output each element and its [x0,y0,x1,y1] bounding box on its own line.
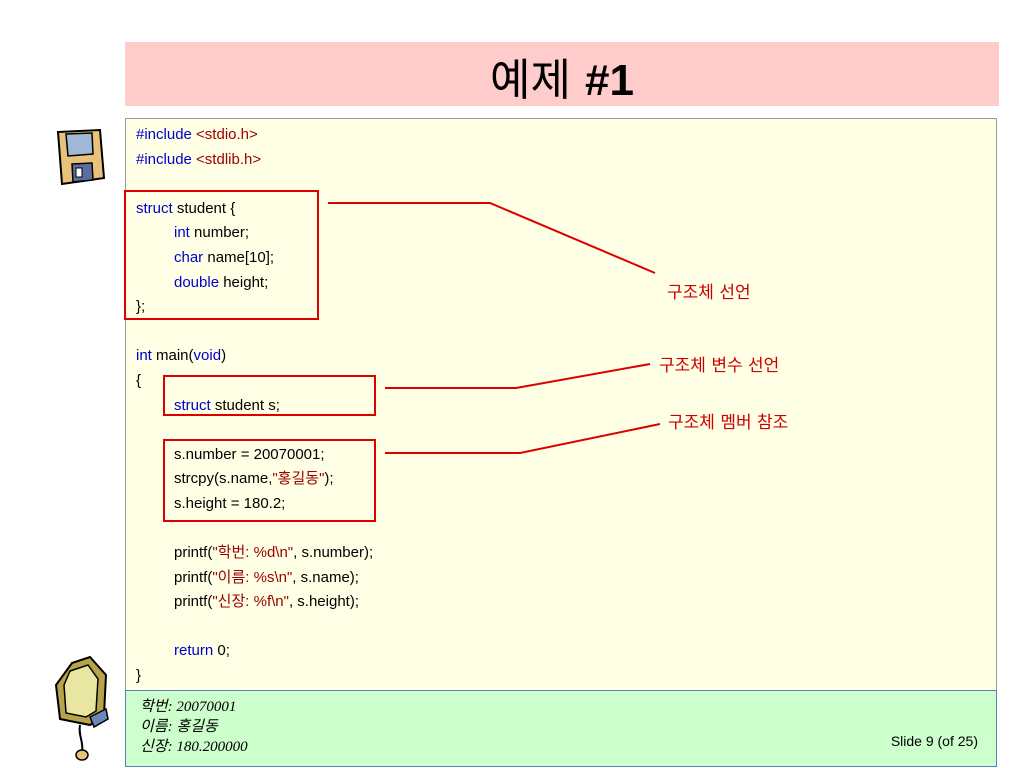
code-string: <stdio.h> [196,126,258,143]
code-text: printf( [174,544,213,562]
code-text: }; [136,298,146,316]
code-text: student { [172,199,236,217]
code-text: } [136,667,142,685]
computer-monitor-icon [54,655,109,761]
floppy-disk-icon [56,128,106,186]
code-keyword: int [174,224,190,242]
code-string: "홍길동" [272,470,325,488]
code-text: strcpy(s.name, [174,470,273,488]
var-decl-callout-line [385,363,651,389]
code-line: int main(void) [136,344,373,369]
program-output: 학번: 20070001 이름: 홍길동 신장: 180.200000 [140,697,248,757]
title-bar: 예제 #1 [125,42,999,106]
code-text: ) [221,347,227,365]
code-line: int number; [136,221,373,246]
code-line: return 0; [136,639,373,664]
code-text: name[10]; [203,248,275,266]
output-panel: 학번: 20070001 이름: 홍길동 신장: 180.200000 Slid… [125,690,997,767]
code-text: 0; [213,642,230,660]
code-panel: #include <stdio.h> #include <stdlib.h> s… [125,118,997,692]
code-text: main( [151,347,194,365]
struct-highlight-box [124,190,319,320]
title-number: #1 [585,56,634,105]
slide-title: 예제 #1 [125,44,999,108]
output-line: 이름: 홍길동 [140,719,218,735]
member-ref-annotation: 구조체 멤버 참조 [668,413,789,433]
var-decl-annotation: 구조체 변수 선언 [659,356,780,376]
code-line: s.number = 20070001; [136,443,373,468]
code-line: struct student s; [136,394,373,419]
code-text: , s.height); [288,593,359,611]
code-line: printf("이름: %s\n", s.name); [136,566,373,591]
code-line: struct student { [136,197,373,222]
code-line: }; [136,295,373,320]
code-line: } [136,664,373,689]
code-text: { [136,371,142,389]
code-line: printf("신장: %f\n", s.height); [136,590,373,615]
output-line: 신장: 180.200000 [140,739,248,755]
member-ref-highlight-box [163,439,376,522]
code-string: "신장: %f\n" [212,593,289,611]
code-text: student s; [210,396,280,414]
code-text: ); [324,470,334,488]
code-text: height; [219,273,269,291]
code-line: printf("학번: %d\n", s.number); [136,541,373,566]
struct-decl-annotation: 구조체 선언 [667,283,751,303]
code-listing: #include <stdio.h> #include <stdlib.h> s… [136,123,373,689]
code-line: char name[10]; [136,246,373,271]
code-text: s.number = 20070001; [174,445,325,463]
code-keyword: void [193,347,222,365]
code-keyword: char [174,248,204,266]
code-keyword: #include [136,150,197,168]
code-keyword: return [174,642,214,660]
slide-number: Slide 9 (of 25) [890,733,978,749]
member-ref-callout-line [385,423,661,454]
code-keyword: double [174,273,220,291]
struct-callout-line [328,202,656,274]
code-text: number; [189,224,250,242]
code-line: strcpy(s.name,"홍길동"); [136,467,373,492]
code-text: , s.number); [293,544,374,562]
code-keyword: struct [174,396,211,414]
code-string: <stdlib.h> [196,150,262,168]
code-line: #include <stdio.h> [136,123,373,148]
code-text: s.height = 180.2; [174,494,286,512]
output-line: 학번: 20070001 [140,699,237,715]
code-text: printf( [174,568,213,586]
code-text: printf( [174,593,213,611]
code-line: s.height = 180.2; [136,492,373,517]
code-string: "학번: %d\n" [212,544,294,562]
var-decl-highlight-box [163,375,376,416]
code-string: "이름: %s\n" [212,568,293,586]
code-line: { [136,369,373,394]
code-keyword: struct [136,199,173,217]
code-line: #include <stdlib.h> [136,148,373,173]
code-line: double height; [136,271,373,296]
code-text: , s.name); [292,568,359,586]
code-keyword: #include [136,126,197,143]
code-keyword: int [136,347,152,365]
title-text: 예제 [490,55,585,106]
